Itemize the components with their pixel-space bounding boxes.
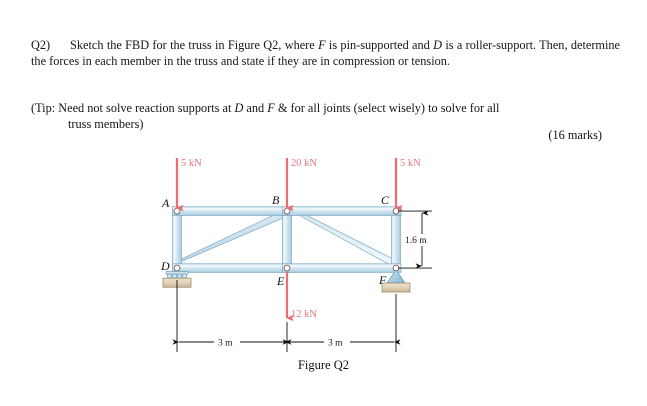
load-label-B: 20 kN	[291, 158, 317, 169]
dim-left-label-top: 3 m	[218, 339, 233, 349]
question-run-0: Sketch the FBD for the truss in Figure Q…	[70, 38, 319, 52]
dim-height-text-mask	[402, 234, 430, 246]
question-tip: (Tip: Need not solve reaction supports a…	[31, 101, 620, 132]
member-AD	[172, 208, 182, 270]
question-run-1: F	[318, 38, 326, 52]
tip-line-1: (Tip: Need not solve reaction supports a…	[31, 101, 499, 115]
dim-height-label-top: 1.6 m	[405, 236, 427, 246]
member-CF	[391, 208, 401, 270]
member-DE	[172, 263, 292, 273]
support-F-pin	[381, 269, 411, 293]
tip-run-2: and	[243, 101, 268, 115]
load-label-C: 5 kN	[400, 158, 421, 169]
member-BC	[282, 206, 402, 216]
joint-B	[283, 207, 291, 215]
joint-label-D: D	[160, 259, 170, 273]
dim-right-text-mask	[324, 336, 350, 346]
joint-E	[283, 264, 291, 272]
load-label-E: 12 kN	[291, 309, 317, 320]
tip-run-0: (Tip: Need not solve reaction supports a…	[31, 101, 235, 115]
load-label-A: 5 kN	[181, 158, 202, 169]
question-number: Q2)	[31, 38, 51, 52]
member-BE	[282, 208, 292, 270]
joint-label-F: F	[378, 273, 387, 287]
joint-A	[173, 207, 181, 215]
member-BF	[283, 206, 400, 267]
question-body-text: Sketch the FBD for the truss in Figure Q…	[31, 38, 620, 68]
question-run-2: is pin-supported and	[325, 38, 434, 52]
member-EF	[282, 263, 402, 273]
joint-D	[173, 264, 181, 272]
joint-label-B: B	[272, 193, 280, 207]
joint-label-C: C	[381, 193, 390, 207]
marks-label: (16 marks)	[548, 128, 602, 142]
member-AB	[172, 206, 292, 216]
question-run-3: D	[433, 38, 443, 52]
figure-caption: Figure Q2	[297, 358, 350, 372]
joint-label-A: A	[161, 196, 170, 210]
tip-line-2: truss members)	[68, 116, 144, 131]
tip-run-4: & for all joints (select wisely) to solv…	[274, 101, 500, 115]
question-body: Q2) Sketch the FBD for the truss in Figu…	[31, 38, 620, 69]
joint-label-E: E	[276, 274, 285, 288]
tip-run-3: F	[267, 101, 275, 115]
dim-right-label-top: 3 m	[328, 339, 343, 349]
question-run-4: is a roller-support. Then, determine the…	[31, 38, 620, 68]
dim-left-text-mask	[214, 336, 240, 346]
tip-run-1: D	[234, 101, 244, 115]
